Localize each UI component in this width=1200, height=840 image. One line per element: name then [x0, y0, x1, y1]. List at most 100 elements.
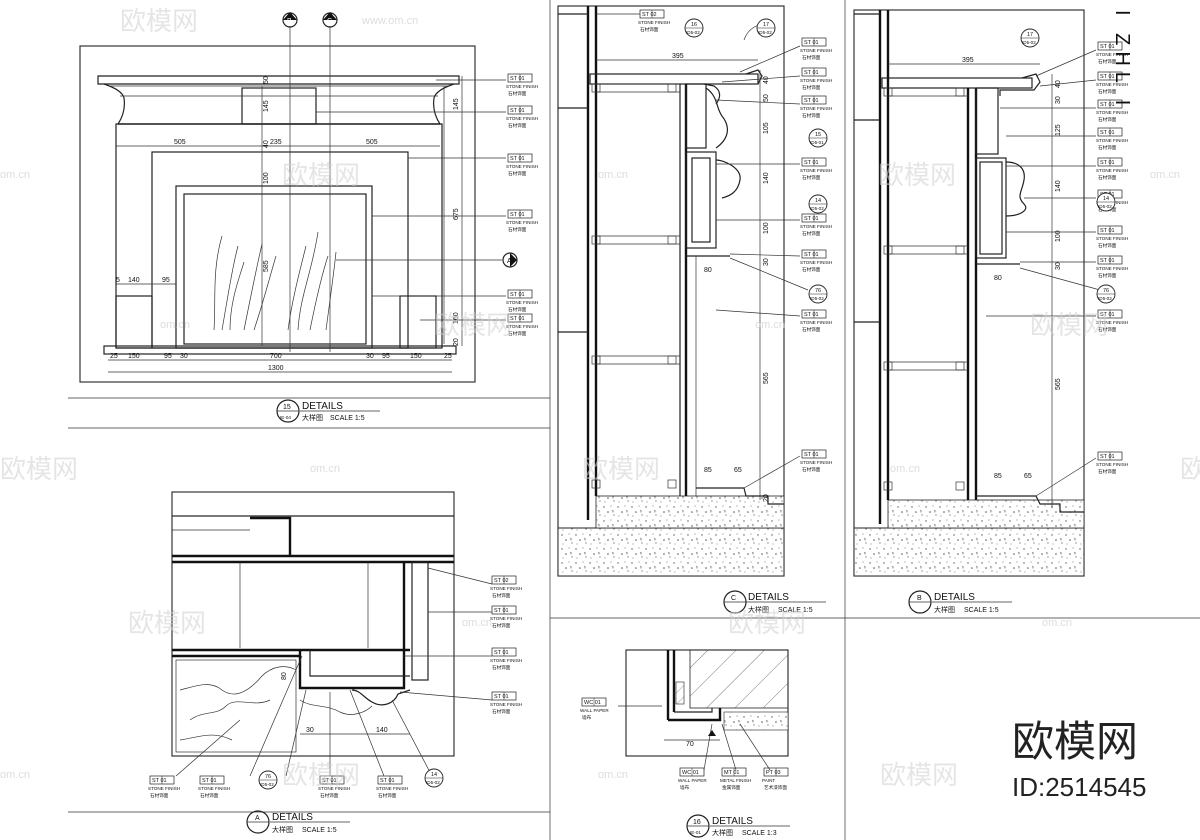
detail-15-scale: SCALE 1:5: [330, 415, 365, 422]
dim-505-left: 505: [174, 139, 186, 146]
tag-cn: 石材饰面: [1098, 242, 1117, 249]
detail-a-title: A DETAILS 大样图 SCALE 1:5: [246, 810, 350, 834]
dim-b-30: 30: [1055, 96, 1062, 104]
tag-code: ST 01: [380, 778, 395, 784]
detail-16-title: 16 IE-01 DETAILS 大样图 SCALE 1:3: [686, 814, 790, 838]
tag-name: WALL PAPER: [678, 778, 707, 783]
detail-15-sheet: IE-04: [280, 415, 291, 420]
tag-cn: 石材饰面: [802, 54, 821, 61]
dim-50: 50: [263, 76, 270, 84]
tag-name: STONE FINISH: [198, 786, 230, 791]
tag-cn: 石材饰面: [802, 266, 821, 273]
tag-cn: 石材饰面: [802, 466, 821, 473]
sheet-grid-lines: [68, 0, 1200, 840]
watermark-site-4: om.cn: [1150, 169, 1180, 181]
tag-code: WC 01: [682, 770, 699, 776]
tag-name: STONE FINISH: [800, 106, 832, 111]
tag-cn: 石材饰面: [1098, 272, 1117, 279]
fire-reeds-sketch: [213, 231, 337, 331]
tag-name: METAL FINISH: [720, 778, 751, 783]
detail-b-section: 395 80 85 65 40 30 125 140 100 30 565: [853, 9, 1101, 577]
tag-cn: 石材饰面: [492, 592, 511, 599]
tag-code: ST 01: [202, 778, 217, 784]
detail-16-wallpaper-joint: 70: [618, 649, 789, 771]
detail-c-title: C DETAILS 大样图 SCALE 1:5: [723, 590, 826, 614]
detail-15-fireplace-elevation: 505 235 505 5 140 95 25 150 95 30 700 30…: [79, 12, 518, 383]
watermark-brand-7: 欧模网: [582, 454, 660, 484]
tag-name: STONE FINISH: [506, 164, 538, 169]
balloon-sheet: ID5-02: [1098, 296, 1112, 301]
tag-code: ST 01: [510, 292, 525, 298]
detail-c-title-text: DETAILS: [748, 592, 789, 603]
detail-16-title-text: DETAILS: [712, 816, 753, 827]
watermark-id: ID:2514545: [1012, 772, 1146, 802]
tag-cn: 石材饰面: [1098, 116, 1117, 123]
tag-code: ST 01: [1100, 102, 1115, 108]
dim-95: 95: [162, 277, 170, 284]
tag-name: STONE FINISH: [1096, 266, 1128, 271]
dim-150-right: 150: [410, 353, 422, 360]
tag-name: STONE FINISH: [800, 320, 832, 325]
tag-name: STONE FINISH: [506, 324, 538, 329]
marble-veins: [179, 666, 373, 741]
stud-squares-c: [591, 83, 677, 489]
dim-a-30: 30: [306, 727, 314, 734]
tag-code: MT 01: [724, 770, 740, 776]
balloon-number: 76: [1103, 288, 1109, 294]
tag-name: STONE FINISH: [800, 168, 832, 173]
section-marker-a: A: [336, 252, 518, 268]
tag-code: ST 01: [322, 778, 337, 784]
detail-b-letter: B: [917, 595, 922, 602]
balloon-number: 17: [1027, 32, 1033, 38]
dim-b-125: 125: [1055, 124, 1062, 136]
tag-code: ST 01: [804, 452, 819, 458]
watermark-site-2: om.cn: [0, 169, 30, 181]
detail-15-title: 15 IE-04 DETAILS 大样图 SCALE 1:5: [276, 399, 380, 423]
detail-16-sheet: IE-01: [690, 830, 701, 835]
dim-b-140: 140: [1055, 180, 1062, 192]
dim-100: 100: [263, 172, 270, 184]
detail-b-title: B DETAILS 大样图 SCALE 1:5: [908, 590, 1012, 614]
detail-c-letter: C: [731, 595, 736, 602]
tag-code: ST 01: [510, 76, 525, 82]
dim-a-140: 140: [376, 727, 388, 734]
dim-b-65: 65: [1024, 473, 1032, 480]
tag-code: ST 01: [804, 70, 819, 76]
tag-name: STONE FINISH: [318, 786, 350, 791]
watermark-layer: 欧模网 www.om.cn 欧模网 om.cn om.cn 欧模网 om.cn …: [0, 6, 1200, 790]
dim-c-50: 50: [763, 94, 770, 102]
tag-cn: 石材饰面: [378, 792, 397, 799]
tag-cn: 石材饰面: [492, 708, 511, 715]
balloon-number: 14: [815, 198, 821, 204]
watermark-brand-4: 欧模网: [434, 310, 512, 340]
detail-a-subtitle: 大样图: [272, 825, 293, 834]
dim-c-65: 65: [734, 467, 742, 474]
balloon-sheet: ID5-02: [426, 780, 440, 785]
watermark-site-11: om.cn: [0, 769, 30, 781]
tag-code: ST 01: [510, 156, 525, 162]
detail-15-title-text: DETAILS: [302, 401, 343, 412]
tag-code: ST 02: [642, 12, 657, 18]
detail-a-plan-section: 30 140 80: [171, 491, 493, 777]
watermark-brand-1: 欧模网: [120, 6, 198, 36]
tag-cn: 石材饰面: [1098, 174, 1117, 181]
tag-name: STONE FINISH: [490, 658, 522, 663]
dim-1300: 1300: [268, 365, 284, 372]
watermark-site-1: www.om.cn: [361, 15, 418, 27]
